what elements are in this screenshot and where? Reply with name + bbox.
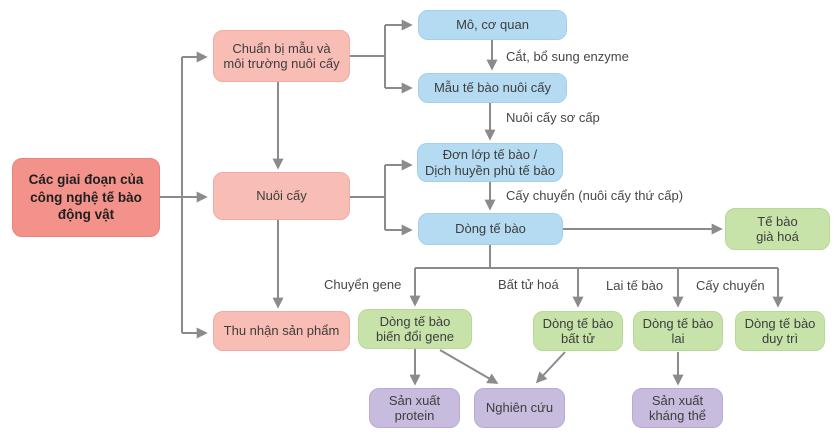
box-culture: Nuôi cấy (213, 172, 350, 220)
arrow-label-immortalize: Bất tử hoá (498, 277, 559, 292)
arrow-label-primary-culture: Nuôi cấy sơ cấp (506, 110, 600, 125)
box-research: Nghiên cứu (474, 388, 565, 428)
box-gmo-cell-line: Dòng tế bào biến đổi gene (358, 309, 472, 349)
box-cell-line: Dòng tế bào (418, 213, 563, 245)
box-harvest-product: Thu nhận sản phẩm (213, 311, 350, 351)
box-monolayer-suspension: Đơn lớp tế bào / Dịch huyền phù tế bào (417, 143, 563, 182)
box-main-stages: Các giai đoạn của công nghệ tế bào động … (12, 158, 160, 237)
box-senescent-cells: Tế bào già hoá (725, 208, 830, 250)
box-antibody-production: Sản xuất kháng thể (632, 388, 723, 428)
arrow-label-gene-transfer: Chuyển gene (324, 277, 402, 292)
box-prepare-sample: Chuẩn bị mẫu và môi trường nuôi cấy (213, 30, 350, 82)
box-tissue-organ: Mô, cơ quan (418, 10, 567, 40)
box-maintained-cell-line: Dòng tế bào duy trì (735, 311, 825, 351)
arrow-label-cell-fusion: Lai tế bào (606, 278, 664, 293)
arrow-label-cut-enzyme: Cắt, bổ sung enzyme (506, 49, 629, 64)
arrow-label-passage: Cấy chuyển (696, 278, 765, 293)
box-cell-sample: Mẫu tế bào nuôi cấy (418, 73, 567, 103)
box-immortal-cell-line: Dòng tế bào bất tử (533, 311, 623, 351)
box-hybrid-cell-line: Dòng tế bào lai (633, 311, 723, 351)
arrow-label-subculture: Cấy chuyển (nuôi cấy thứ cấp) (506, 188, 684, 203)
box-protein-production: Sản xuất protein (369, 388, 460, 428)
